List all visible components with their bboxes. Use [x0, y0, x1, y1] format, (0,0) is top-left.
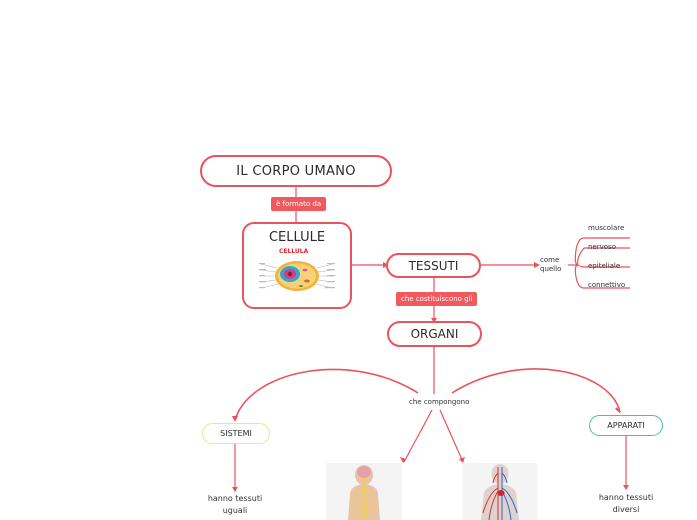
- nervous-system-icon: [348, 465, 380, 520]
- circulatory-system-icon: [481, 464, 519, 520]
- sistemi-note: hanno tessuti uguali: [207, 494, 263, 515]
- circulatory-system-image: [463, 463, 537, 520]
- tessuti-label: TESSUTI: [408, 258, 459, 273]
- apparati-node[interactable]: APPARATI: [589, 415, 663, 436]
- cellule-node[interactable]: CELLULE CELLULA: [242, 222, 352, 309]
- tissue-type-connettivo[interactable]: connettivo: [588, 281, 626, 289]
- cell-illustration-icon: [259, 261, 335, 291]
- organi-label: ORGANI: [410, 327, 459, 341]
- sistemi-node[interactable]: SISTEMI: [202, 423, 270, 444]
- tessuti-node[interactable]: TESSUTI: [386, 253, 481, 278]
- apparati-note: hanno tessuti diversi: [598, 493, 654, 514]
- link-label-like: come quello: [540, 256, 562, 273]
- cell-image: CELLULA: [259, 248, 335, 296]
- link-label-formed-by: è formato da: [271, 197, 327, 211]
- main-topic-node[interactable]: IL CORPO UMANO: [200, 155, 392, 187]
- tissue-type-nervoso[interactable]: nervoso: [588, 243, 616, 251]
- tissue-type-muscolare[interactable]: muscolare: [588, 224, 625, 232]
- link-label-compose: che compongono: [407, 398, 472, 406]
- main-topic-label: IL CORPO UMANO: [236, 163, 356, 179]
- cellule-label: CELLULE: [268, 230, 326, 245]
- tissue-type-epiteliale[interactable]: epiteliale: [588, 262, 621, 270]
- nervous-system-image: [326, 463, 402, 520]
- cell-image-caption: CELLULA: [279, 248, 309, 255]
- sistemi-label: SISTEMI: [220, 429, 252, 438]
- organi-node[interactable]: ORGANI: [387, 321, 482, 347]
- apparati-label: APPARATI: [607, 421, 645, 430]
- link-label-constitute: che costituiscono gli: [396, 292, 478, 306]
